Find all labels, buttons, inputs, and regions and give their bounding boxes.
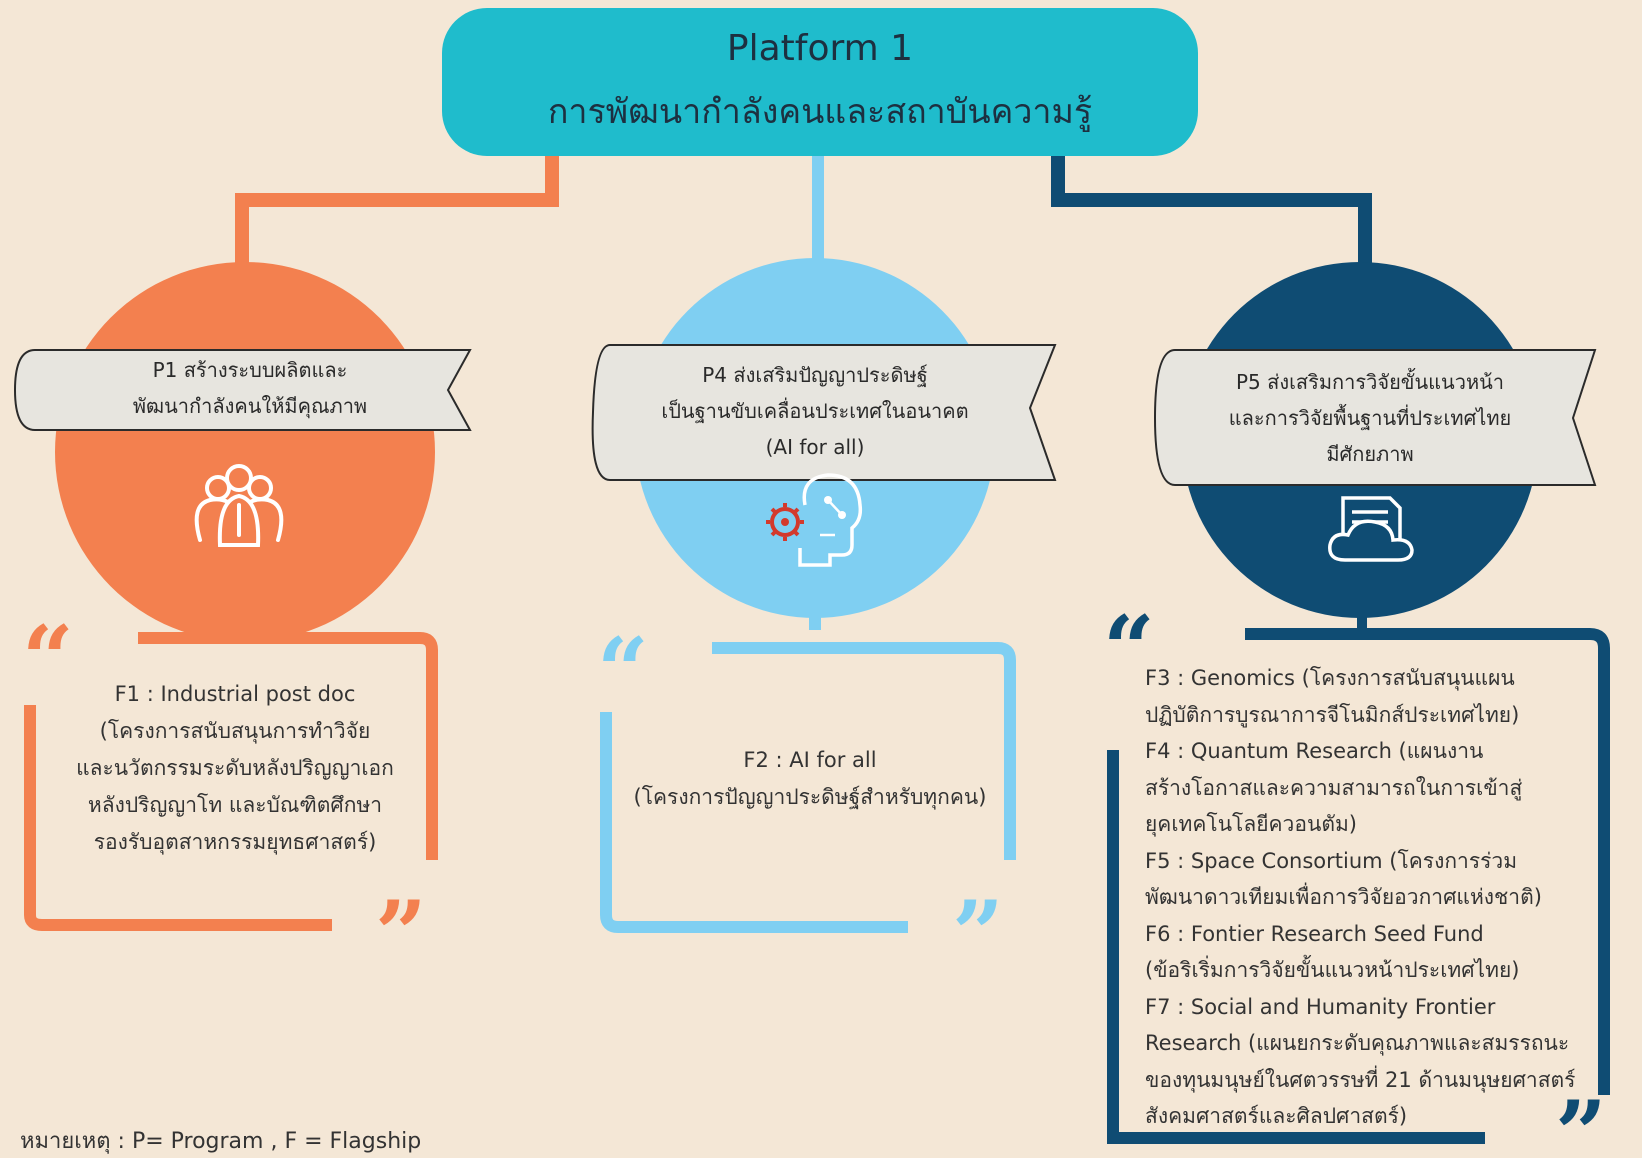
p5-flagship-line: ยุคเทคโนโลยีควอนตัม): [1145, 812, 1357, 836]
p4-banner: [591, 344, 1057, 481]
p5-flagship-line: F4 : Quantum Research (แผนงาน: [1145, 739, 1484, 763]
p5-flagship-line: Research (แผนยกระดับคุณภาพและสมรรถนะ: [1145, 1031, 1570, 1055]
p4-banner-text: P4 ส่งเสริมปัญญาประดิษฐ์ เป็นฐานขับเคลื่…: [661, 363, 969, 459]
p5-flagship-line: ของทุนมนุษย์ในศตวรรษที่ 21 ด้านมนุษยศาสต…: [1145, 1067, 1576, 1092]
p5-flagship-line: (ข้อริเริ่มการวิจัยขั้นแนวหน้าประเทศไทย): [1145, 958, 1520, 982]
p1-flagship-line: หลังปริญญาโท และบัณฑิตศึกษา: [87, 793, 383, 817]
p5-open-quote-icon: “: [1103, 596, 1155, 702]
p5-quote-frame: [1107, 628, 1610, 1144]
p1-flagship-line: F1 : Industrial post doc: [114, 682, 356, 706]
connector-p5: [1051, 150, 1372, 300]
title-subtitle: การพัฒนากำลังคนและสถาบันความรู้: [547, 92, 1093, 132]
p1-close-quote-icon: ”: [375, 881, 427, 987]
p5-flagship-line: F5 : Space Consortium (โครงการร่วม: [1145, 848, 1518, 873]
p5-flagship-line: สังคมศาสตร์และศิลปศาสตร์): [1145, 1104, 1408, 1128]
title-box: [442, 8, 1198, 156]
p1-flagship-line: และนวัตกรรมระดับหลังปริญญาเอก: [76, 756, 394, 780]
p5-banner-text: P5 ส่งเสริมการวิจัยขั้นแนวหน้า และการวิจ…: [1228, 370, 1512, 466]
p5-close-quote-icon: ”: [1555, 1081, 1607, 1156]
people-group-icon: [194, 464, 284, 547]
p1-flagship-line: รองรับอุตสาหกรรมยุทธศาสตร์): [93, 830, 377, 854]
p4-flagship-line: (โครงการปัญญาประดิษฐ์สำหรับทุกคน): [633, 785, 987, 809]
p1-flagship-line: (โครงการสนับสนุนการทำวิจัย: [99, 719, 371, 743]
p5-flagship-list: F3 : Genomics (โครงการสนับสนุนแผน ปฏิบัต…: [1145, 660, 1625, 1135]
cloud-document-icon: [1328, 496, 1414, 562]
p5-flagship-line: F3 : Genomics (โครงการสนับสนุนแผน: [1145, 666, 1515, 690]
p5-flagship-line: พัฒนาดาวเทียมเพื่อการวิจัยอวกาศแห่งชาติ): [1145, 885, 1542, 909]
p5-flagship-line: สร้างโอกาสและความสามารถในการเข้าสู่: [1145, 775, 1523, 800]
p1-banner: [13, 349, 472, 431]
p5-flagship-line: F7 : Social and Humanity Frontier: [1145, 994, 1496, 1019]
p4-open-quote-icon: “: [597, 618, 649, 724]
p4-quote-frame: [600, 642, 1016, 933]
p4-flagship-text: F2 : AI for all (โครงการปัญญาประดิษฐ์สำห…: [615, 742, 1005, 816]
title-platform: Platform 1: [726, 28, 914, 69]
p5-flagship-line: F6 : Fontier Research Seed Fund: [1145, 921, 1484, 946]
p4-close-quote-icon: ”: [952, 881, 1004, 987]
p5-flagship-line: ปฏิบัติการบูรณาการจีโนมิกส์ประเทศไทย): [1145, 702, 1520, 727]
p4-flagship-line: F2 : AI for all: [743, 748, 877, 772]
p1-circle: [55, 262, 435, 642]
p5-banner: [1153, 349, 1597, 486]
p1-open-quote-icon: “: [22, 606, 74, 712]
p1-quote-frame: [24, 632, 438, 931]
connector-p1: [235, 150, 559, 300]
p1-flagship-text: F1 : Industrial post doc (โครงการสนับสนุ…: [50, 676, 420, 861]
p1-banner-text: P1 สร้างระบบผลิตและ พัฒนากำลังคนให้มีคุณ…: [132, 358, 368, 418]
ai-head-gear-icon: [766, 473, 863, 567]
footnote: หมายเหตุ : P= Program , F = Flagship: [20, 1129, 422, 1154]
